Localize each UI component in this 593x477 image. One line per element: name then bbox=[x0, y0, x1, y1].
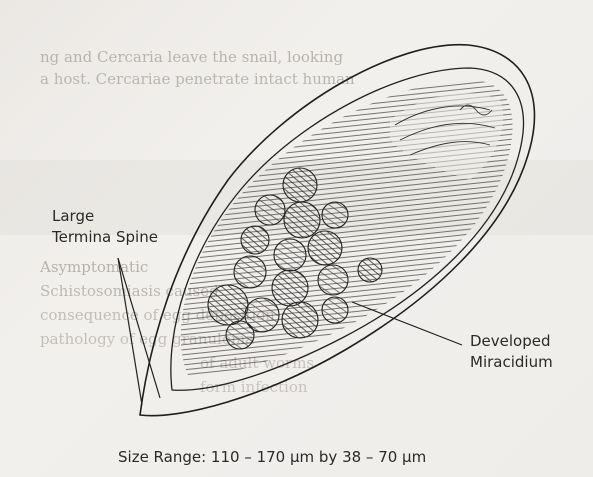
spine-leader-line-2 bbox=[118, 258, 142, 405]
miracidium-label-line2: Miracidium bbox=[470, 353, 553, 371]
terminal-spine-label-line2: Termina Spine bbox=[52, 228, 158, 246]
spine-leader-line bbox=[118, 258, 160, 398]
terminal-spine-label-line1: Large bbox=[52, 207, 94, 225]
miracidium-label-line1: Developed bbox=[470, 332, 551, 350]
size-range-caption: Size Range: 110 – 170 µm by 38 – 70 µm bbox=[118, 448, 426, 466]
